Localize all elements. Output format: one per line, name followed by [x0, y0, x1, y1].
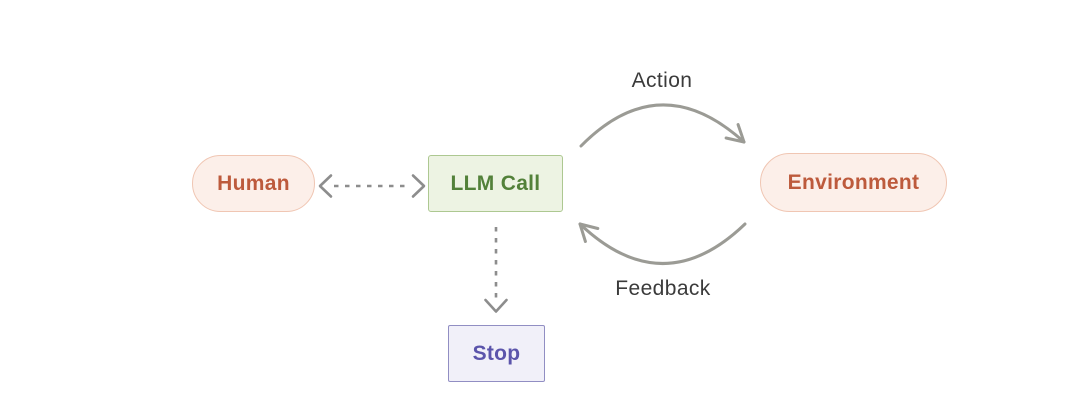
action-arrow [579, 103, 746, 148]
action-arrowhead [724, 123, 746, 144]
node-llm-call: LLM Call [428, 155, 563, 212]
node-llm-call-label: LLM Call [450, 171, 541, 195]
action-edge-label: Action [631, 69, 693, 92]
feedback-arrow [578, 222, 747, 265]
node-stop: Stop [448, 325, 545, 382]
feedback-arc [578, 222, 747, 265]
human-llm-left-chevron [318, 174, 333, 198]
llm-stop-arrowhead [484, 298, 508, 313]
node-environment-label: Environment [787, 170, 920, 194]
node-stop-label: Stop [472, 341, 521, 365]
node-environment: Environment [760, 153, 947, 212]
feedback-edge-label: Feedback [615, 277, 711, 300]
node-human-label: Human [217, 171, 290, 195]
human-llm-dashed-arrow [318, 174, 426, 198]
action-arc [579, 103, 746, 148]
llm-stop-dashed-arrow [484, 227, 508, 313]
feedback-arrowhead [578, 222, 600, 243]
node-human: Human [192, 155, 315, 212]
human-llm-right-chevron [411, 174, 426, 198]
